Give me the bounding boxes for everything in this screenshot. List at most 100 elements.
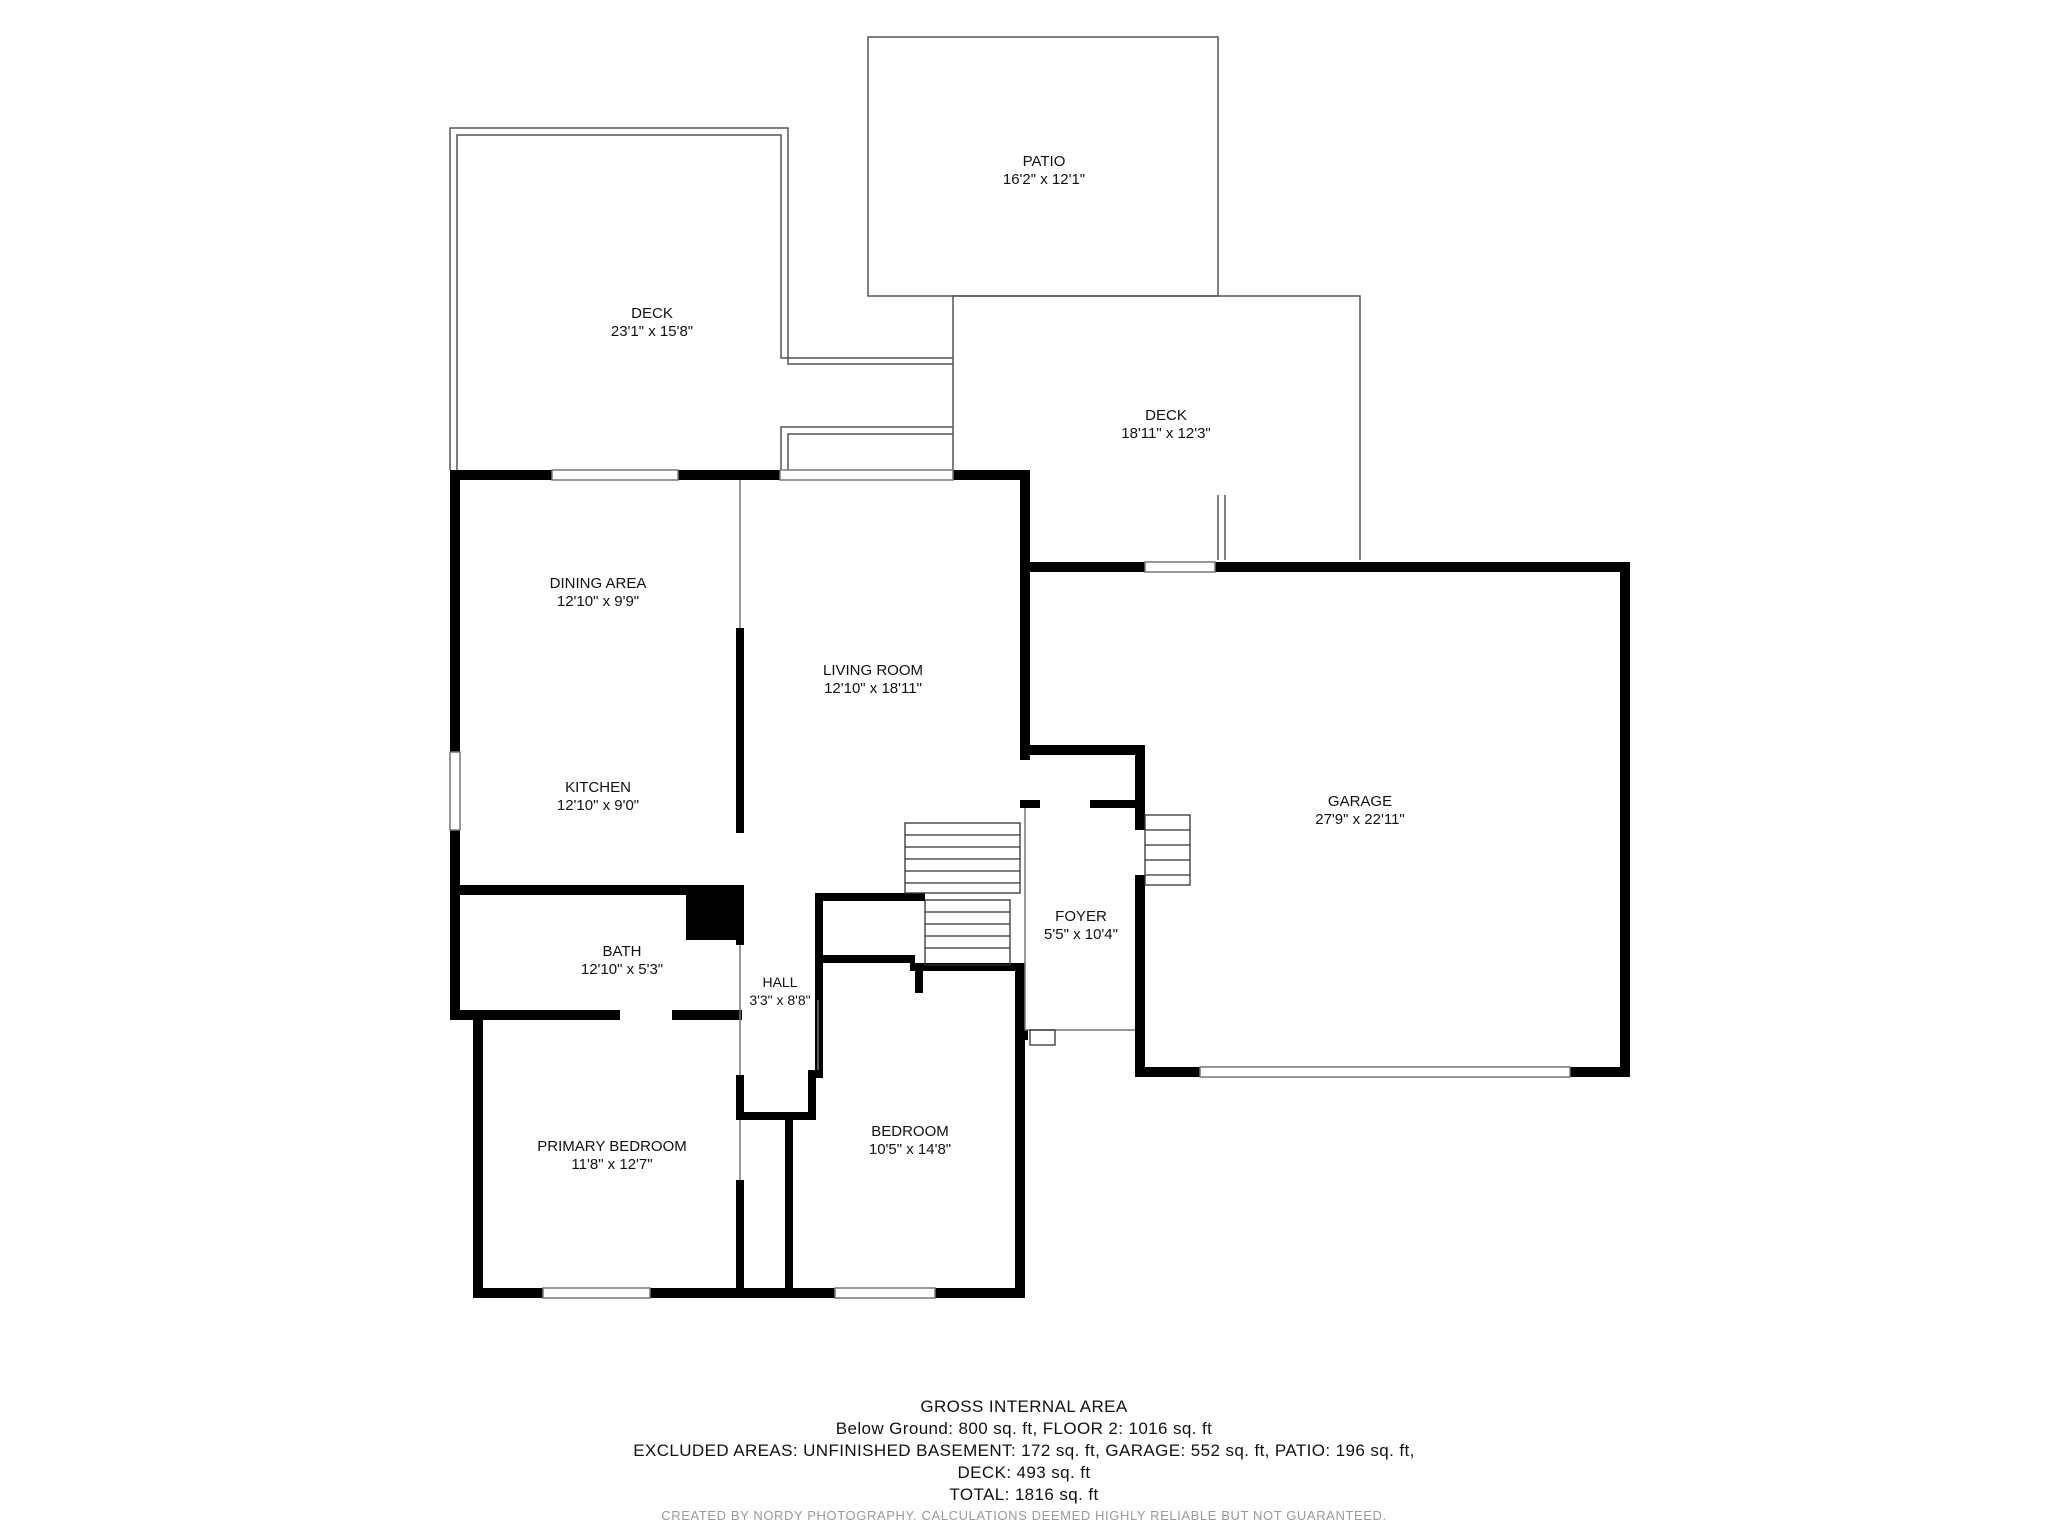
room-name: BATH	[602, 943, 642, 960]
room-name: BEDROOM	[871, 1123, 949, 1140]
room-dining: DINING AREA 12'10" x 9'9"	[550, 575, 647, 611]
room-bedroom: BEDROOM 10'5" x 14'8"	[869, 1123, 951, 1159]
deck-left-outline	[449, 127, 953, 470]
room-dims: 5'5" x 10'4"	[1044, 926, 1118, 943]
wall-bath-south-a	[450, 1010, 620, 1020]
wall-hall-closet	[815, 893, 823, 963]
room-dims: 12'10" x 5'3"	[580, 961, 664, 978]
room-kitchen: KITCHEN 12'10" x 9'0"	[557, 779, 639, 815]
walls	[450, 470, 1630, 1298]
room-garage: GARAGE 27'9" x 22'11"	[1315, 793, 1405, 829]
wall-bedroom-west	[785, 1112, 793, 1298]
room-name: PATIO	[1022, 153, 1066, 170]
wall-primary-west	[473, 1010, 483, 1298]
window-primary	[542, 1287, 651, 1299]
deck-left-step-inner	[787, 433, 953, 470]
deck-left-step	[780, 426, 953, 470]
wall-garage-north-a	[1020, 562, 1145, 572]
wall-primary-east	[736, 1180, 744, 1298]
room-dims: 12'10" x 9'9"	[556, 593, 640, 610]
room-name: FOYER	[1055, 908, 1107, 925]
room-dims: 23'1" x 15'8"	[610, 323, 694, 340]
wall-kitchen-south	[450, 885, 740, 895]
window-garage	[1144, 561, 1216, 573]
wall-bath-west	[450, 885, 460, 1015]
stairs-garage	[1144, 814, 1191, 886]
step-foyer	[1029, 1029, 1056, 1046]
credit-line: CREATED BY NORDY PHOTOGRAPHY. CALCULATIO…	[661, 1508, 1387, 1523]
wall-foyer-north	[1020, 745, 1145, 755]
room-name: DINING AREA	[549, 575, 647, 592]
wall-north-living-2	[953, 470, 1030, 480]
openings	[449, 469, 1571, 1299]
wall-garage-west-low	[1135, 1020, 1145, 1077]
wall-hall-closet-s	[736, 1112, 816, 1120]
wall-north-dining	[450, 470, 552, 480]
wall-bedroom-south-b	[935, 1288, 1025, 1298]
wall-foyer-east	[1135, 745, 1145, 830]
wall-garage-east	[1620, 562, 1630, 1077]
deck-left-inner	[456, 134, 953, 470]
stairs-lower	[924, 899, 1011, 966]
room-dims: 12'10" x 9'0"	[556, 797, 640, 814]
summary-line-2: EXCLUDED AREAS: UNFINISHED BASEMENT: 172…	[633, 1441, 1415, 1460]
wall-bath-east	[736, 885, 744, 945]
room-dims: 11'8" x 12'7"	[571, 1156, 653, 1173]
wall-garage-south-a	[1135, 1067, 1200, 1077]
wall-north-living	[773, 470, 780, 480]
wall-closet-block	[686, 888, 738, 940]
wall-living-east-low	[1020, 560, 1030, 760]
stairs-upper	[904, 822, 1021, 894]
room-name: DECK	[1145, 407, 1187, 424]
wall-foyer-east-2	[1135, 875, 1145, 1040]
summary-line-1: Below Ground: 800 sq. ft, FLOOR 2: 1016 …	[835, 1419, 1213, 1438]
room-name: DECK	[631, 305, 673, 322]
stairs	[904, 814, 1191, 1046]
wall-hall-closet-2	[815, 955, 915, 963]
wall-garage-north-b	[1215, 562, 1630, 572]
wall-primary-south-a	[473, 1288, 543, 1298]
window-dining	[551, 469, 679, 481]
wall-bedroom-north-2	[915, 963, 923, 993]
room-name: GARAGE	[1327, 793, 1393, 810]
room-name: LIVING ROOM	[822, 662, 924, 679]
summary-title: GROSS INTERNAL AREA	[920, 1397, 1128, 1416]
room-hall: HALL 3'3" x 8'8"	[749, 973, 810, 1009]
room-dims: 3'3" x 8'8"	[749, 992, 811, 1008]
room-dims: 12'10" x 18'11"	[824, 680, 922, 697]
room-dims: 16'2" x 12'1"	[1002, 171, 1086, 188]
deck-right-outline	[952, 295, 1361, 560]
window-kitchen	[449, 751, 461, 831]
wall-foyer-mid-2	[1090, 800, 1145, 808]
room-dims: 27'9" x 22'11"	[1315, 811, 1405, 828]
wall-bath-south-b	[672, 1010, 742, 1020]
room-name: PRIMARY BEDROOM	[537, 1138, 687, 1155]
room-foyer: FOYER 5'5" x 10'4"	[1044, 908, 1118, 944]
wall-garage-south-b	[1570, 1067, 1630, 1077]
wall-hall-west-low	[736, 1075, 744, 1120]
summary-line-4: TOTAL: 1816 sq. ft	[949, 1485, 1099, 1504]
room-deck-left: DECK 23'1" x 15'8"	[611, 305, 693, 341]
room-deck-right: DECK 18'11" x 12'3"	[1121, 407, 1211, 443]
wall-living-hall	[815, 893, 925, 901]
garage-door	[1199, 1066, 1571, 1078]
room-dims: 10'5" x 14'8"	[868, 1141, 952, 1158]
wall-bedroom-east	[1015, 963, 1025, 1298]
window-bedroom	[834, 1287, 936, 1299]
summary-line-3: DECK: 493 sq. ft	[957, 1463, 1091, 1482]
wall-foyer-mid	[1020, 800, 1040, 808]
room-patio: PATIO 16'2" x 12'1"	[1003, 153, 1085, 189]
room-name: KITCHEN	[565, 779, 631, 796]
wall-foyer-south	[1020, 1030, 1028, 1040]
wall-hall-closet-e	[808, 1070, 816, 1120]
wall-bedroom-top	[910, 963, 1020, 971]
window-living	[779, 469, 954, 481]
wall-bedroom-north	[815, 963, 823, 1078]
wall-bedroom-south	[785, 1288, 835, 1298]
room-dims: 18'11" x 12'3"	[1121, 425, 1211, 442]
wall-north-dining-2	[678, 470, 773, 480]
room-living: LIVING ROOM 12'10" x 18'11"	[823, 662, 923, 698]
wall-kitchen-east	[736, 628, 744, 833]
room-primary-bedroom: PRIMARY BEDROOM 11'8" x 12'7"	[537, 1138, 686, 1174]
